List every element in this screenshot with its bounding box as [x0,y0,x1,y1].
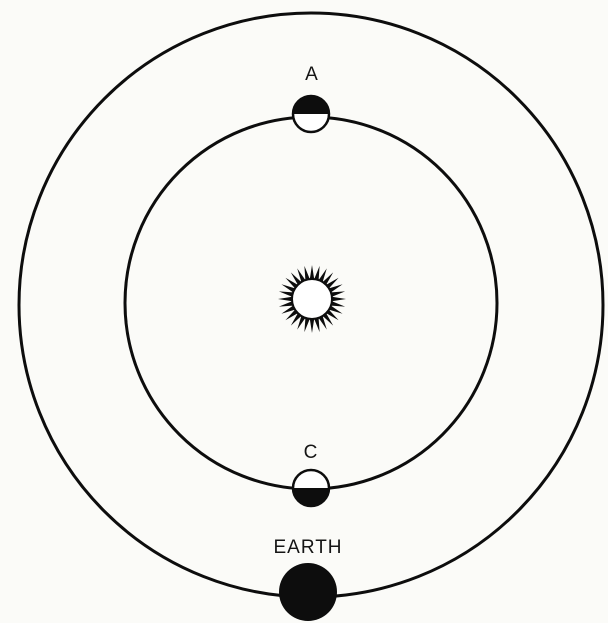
label-earth: EARTH [273,537,342,558]
earth [279,563,337,621]
label-a: A [305,64,319,85]
planet-at-position-c [293,470,329,506]
planet-at-position-a [293,96,329,132]
sun-icon [278,265,346,333]
label-c: C [304,442,319,463]
